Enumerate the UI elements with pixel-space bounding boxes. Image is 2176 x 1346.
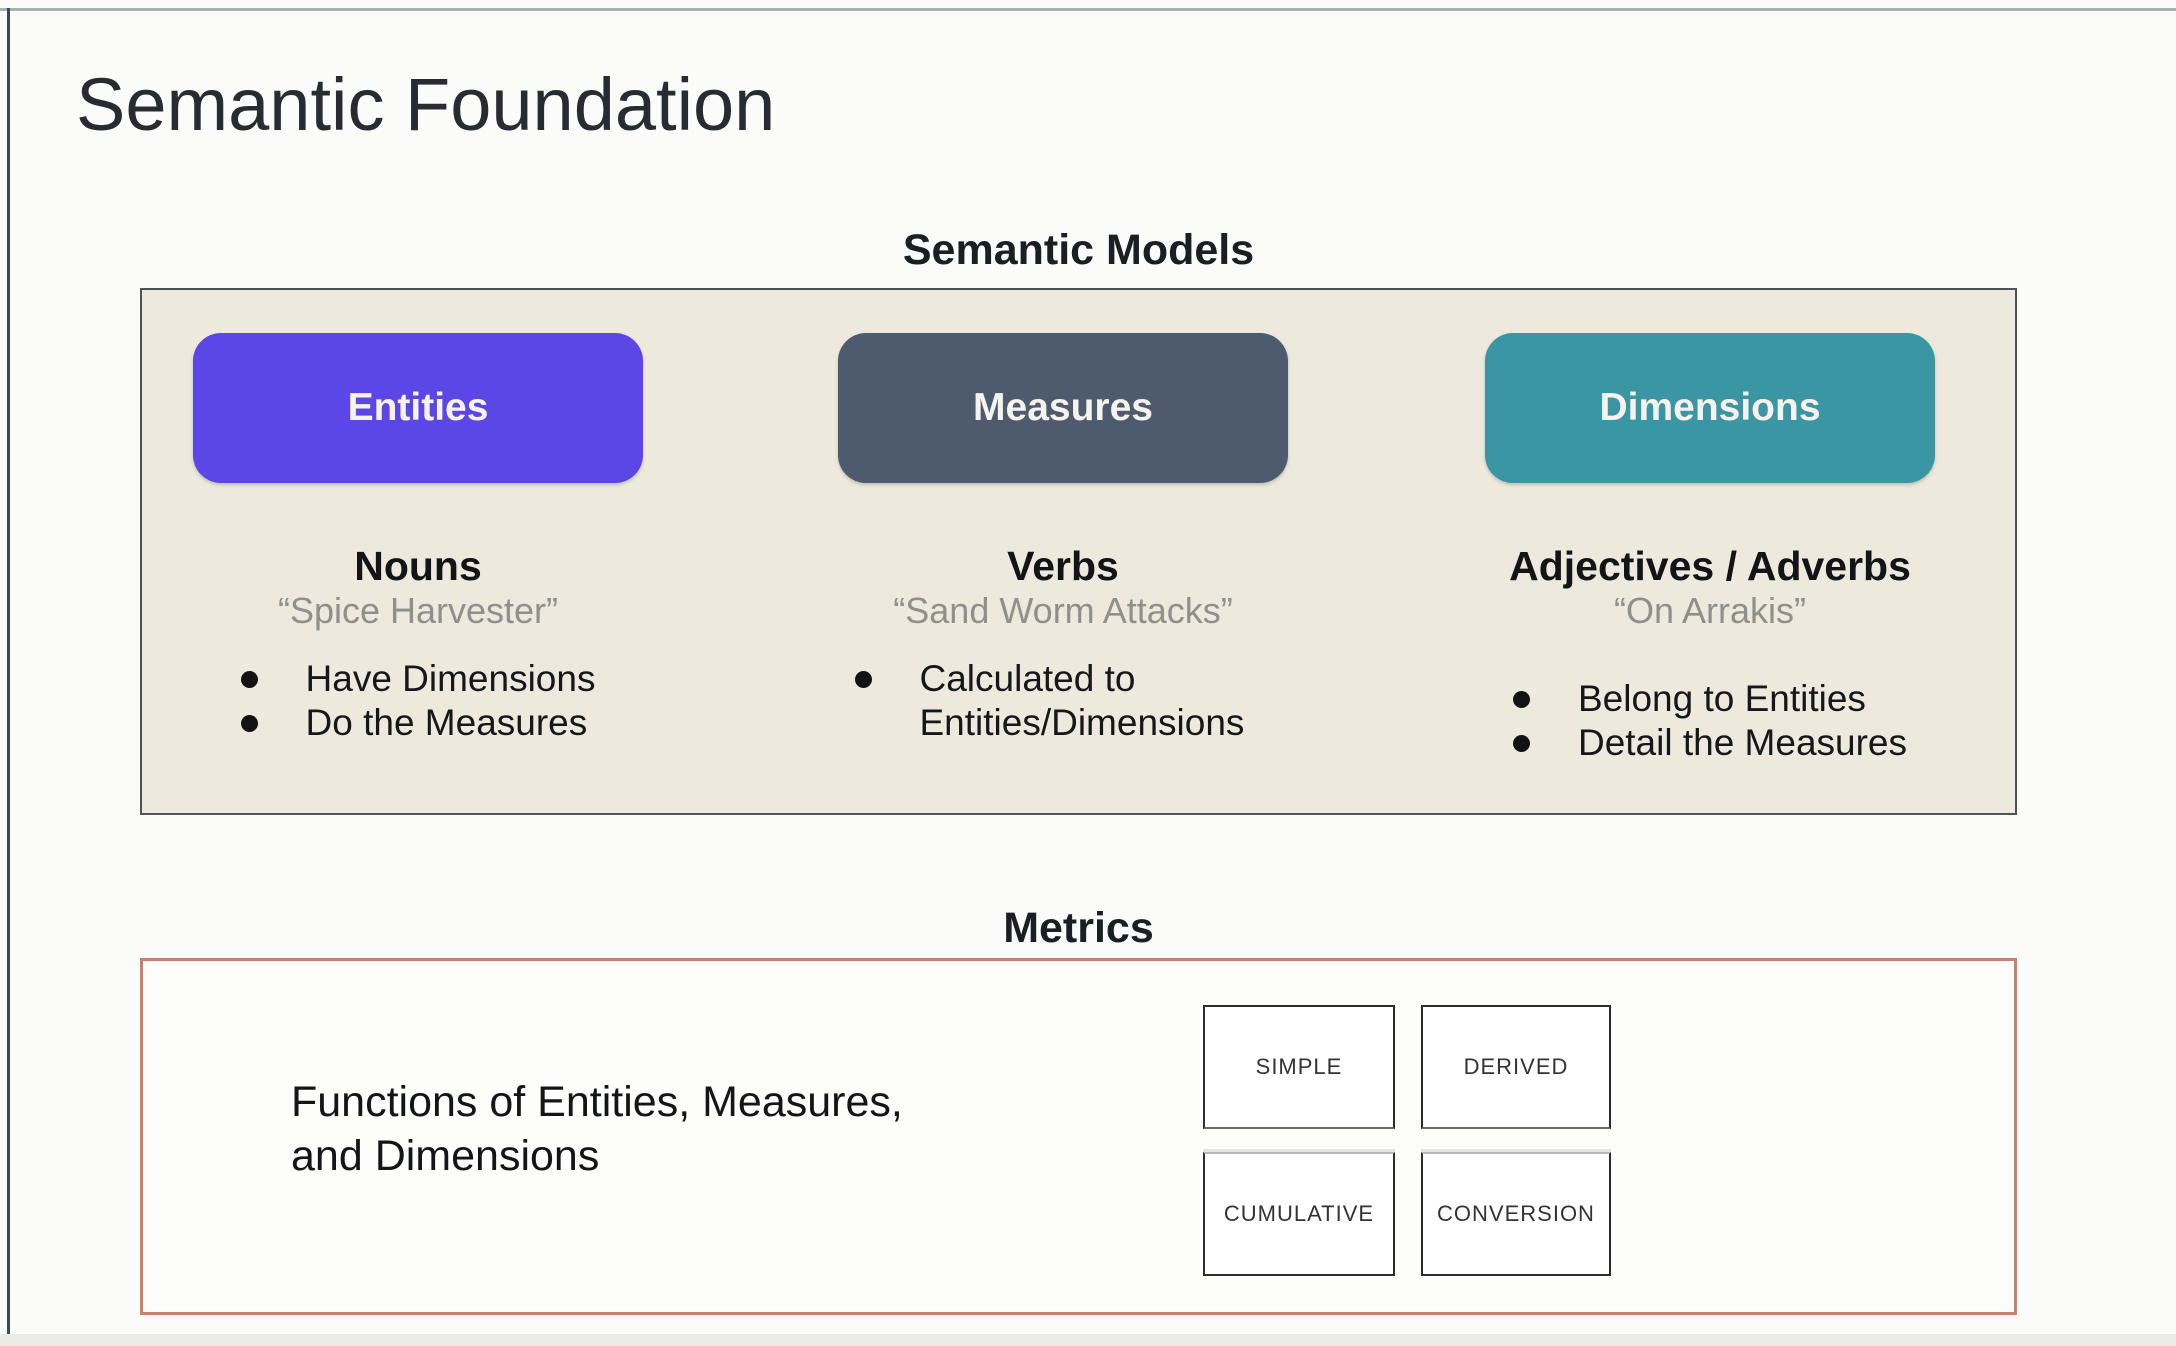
bullet-item: Detail the Measures	[1512, 721, 1908, 765]
bullet-text: Calculated to Entities/Dimensions	[919, 657, 1245, 743]
semantic-models-heading: Semantic Models	[902, 226, 1255, 274]
metrics-description: Functions of Entities, Measures, and Dim…	[291, 1078, 903, 1180]
bullet-dot-icon	[854, 670, 872, 688]
bullet-text: Do the Measures	[305, 701, 588, 743]
verbs-label: Verbs	[1007, 543, 1119, 589]
bullet-dot-icon	[1512, 690, 1530, 708]
dimensions-example-quote: “On Arrakis”	[1613, 590, 1807, 631]
nouns-label: Nouns	[354, 543, 482, 589]
bullet-text: Belong to Entities	[1577, 677, 1866, 719]
bullet-text: Have Dimensions	[305, 657, 596, 699]
entities-pill: Entities	[193, 333, 643, 483]
bullet-item: Do the Measures	[240, 701, 596, 745]
metric-type-conversion: CONVERSION	[1421, 1152, 1611, 1276]
entities-example-quote: “Spice Harvester”	[277, 590, 559, 631]
metric-type-simple: SIMPLE	[1203, 1005, 1395, 1129]
metrics-panel: Functions of Entities, Measures, and Dim…	[140, 958, 2017, 1315]
window-left-edge	[7, 8, 10, 1334]
dimensions-pill: Dimensions	[1485, 333, 1935, 483]
window-top-edge	[0, 8, 2176, 11]
metric-type-derived: DERIVED	[1421, 1005, 1611, 1129]
measures-pill: Measures	[838, 333, 1288, 483]
bullet-item: Calculated to Entities/Dimensions	[854, 657, 1272, 745]
bullet-dot-icon	[1512, 734, 1530, 752]
window-bottom-edge	[0, 1334, 2176, 1346]
bullet-dot-icon	[240, 670, 258, 688]
bullet-dot-icon	[240, 714, 258, 732]
measures-example-quote: “Sand Worm Attacks”	[893, 590, 1233, 631]
adjectives-adverbs-label: Adjectives / Adverbs	[1509, 543, 1911, 589]
slide-title: Semantic Foundation	[76, 63, 776, 146]
metric-type-cumulative: CUMULATIVE	[1203, 1152, 1395, 1276]
bullet-item: Have Dimensions	[240, 657, 596, 701]
metrics-heading: Metrics	[1003, 904, 1154, 952]
bullet-item: Belong to Entities	[1512, 677, 1907, 721]
measures-bullet-list: Calculated to Entities/Dimensions	[854, 657, 1272, 745]
bullet-text: Detail the Measures	[1577, 721, 1908, 763]
